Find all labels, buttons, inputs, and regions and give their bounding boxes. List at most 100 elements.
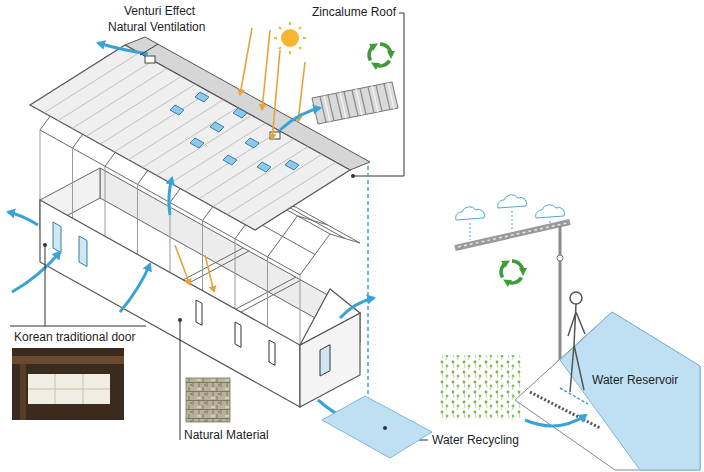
- skylight: [195, 92, 209, 102]
- person-figure: [570, 292, 582, 304]
- zincalume-roof: [30, 37, 370, 230]
- recycle-icon: [501, 263, 506, 278]
- door-photo: [20, 364, 26, 420]
- ground-plane: [515, 312, 700, 470]
- sun-symbol: [274, 22, 306, 54]
- leader-line: [10, 245, 146, 326]
- callout-label: Korean traditional door: [14, 330, 135, 345]
- airflow-arrow: [8, 43, 374, 418]
- sun-ray: [175, 28, 305, 292]
- gutter-pipe: [458, 223, 567, 247]
- recycle-icon: [380, 44, 391, 55]
- roof-vent: [145, 56, 155, 63]
- door-photo: [28, 374, 110, 404]
- house-walls: [196, 300, 202, 325]
- skylight: [170, 105, 184, 115]
- sun-ray: [175, 245, 190, 285]
- rain-drop: [512, 211, 513, 230]
- rain-drop: [470, 223, 471, 240]
- callout-label: Water Reservoir: [592, 373, 678, 388]
- skylight: [210, 122, 224, 132]
- airflow-arrow: [98, 43, 148, 54]
- airflow-arrow: [340, 298, 374, 318]
- skylight: [245, 138, 259, 148]
- recycle-icon: [507, 278, 522, 283]
- zincalume-roof: [44, 53, 336, 222]
- sun-symbol: [274, 22, 306, 54]
- leader-line: [140, 44, 158, 55]
- recycle-icon: [512, 261, 523, 272]
- sun-ray: [205, 255, 214, 292]
- drain-flow: [560, 388, 588, 404]
- drain-grate: [530, 392, 600, 428]
- house-walls: [320, 345, 330, 376]
- label-anchor: Korean traditional door: [14, 330, 135, 345]
- corrugated-sheet: [320, 84, 390, 123]
- corrugated-sheet: [312, 82, 398, 124]
- skylight: [223, 155, 237, 165]
- house-walls: [53, 222, 61, 253]
- skylight: [233, 108, 247, 118]
- door-photo: [12, 348, 124, 420]
- skylight: [170, 92, 299, 172]
- leader-line: [353, 13, 404, 176]
- recycle-icon: [375, 61, 390, 66]
- water-reservoir: [560, 312, 700, 470]
- callout-label: Water Recycling: [432, 433, 519, 448]
- skylight: [285, 160, 299, 170]
- leader-dot: [383, 426, 387, 430]
- cloud-symbol: [536, 205, 565, 218]
- label-anchor: Venturi Effect: [124, 4, 195, 19]
- skylight: [190, 138, 204, 148]
- airflow-arrow: [120, 264, 150, 312]
- person-figure: [568, 304, 585, 392]
- sun-ray: [240, 28, 252, 95]
- skylight: [257, 162, 271, 172]
- house-walls: [300, 289, 360, 345]
- leader-line: [10, 13, 428, 440]
- label-anchor: Natural Material: [184, 428, 269, 443]
- collection-plane: [322, 396, 432, 458]
- callout-label: Natural Ventilation: [108, 20, 205, 35]
- door-photo: [28, 374, 110, 404]
- door-photo: [12, 356, 124, 364]
- recycle-icon: [369, 46, 374, 61]
- plant-texture: [438, 355, 522, 419]
- sun-symbol: [281, 29, 299, 47]
- leader-line: [180, 320, 181, 440]
- label-anchor: Water Reservoir: [592, 373, 678, 388]
- cloud-symbol: [456, 195, 565, 220]
- gutter-pipe: [557, 255, 563, 261]
- gutter-flow: [367, 166, 369, 398]
- person-figure: [568, 292, 585, 392]
- house-walls: [269, 340, 275, 365]
- airflow-arrow: [8, 212, 38, 225]
- airflow-arrow: [280, 108, 320, 130]
- sun-ray: [262, 30, 270, 110]
- cloud-symbol: [456, 207, 485, 220]
- label-anchor: Zincalume Roof: [312, 5, 396, 20]
- leader-dot: [178, 318, 182, 322]
- cloud-symbol: [498, 195, 527, 208]
- label-anchor: Water Recycling: [432, 433, 519, 448]
- leader-dot: [351, 174, 355, 178]
- gutter-pipe: [455, 222, 570, 388]
- corrugated-sheet: [312, 82, 398, 124]
- callout-label: Zincalume Roof: [312, 5, 396, 20]
- house-walls: [79, 236, 87, 267]
- roof-vent: [145, 56, 280, 139]
- airflow-arrow: [12, 252, 60, 292]
- recycle-icon: [369, 44, 391, 66]
- stone-texture: [186, 378, 230, 422]
- gutter-pipe: [455, 222, 570, 248]
- zincalume-roof: [30, 45, 350, 230]
- airflow-arrow: [169, 178, 172, 215]
- sun-ray: [272, 50, 280, 140]
- callout-label: Venturi Effect: [124, 4, 195, 19]
- label-anchor: Natural Ventilation: [108, 20, 205, 35]
- corrugated-sheet: [324, 83, 394, 122]
- callout-label: Natural Material: [184, 428, 269, 443]
- house-walls: [235, 322, 241, 347]
